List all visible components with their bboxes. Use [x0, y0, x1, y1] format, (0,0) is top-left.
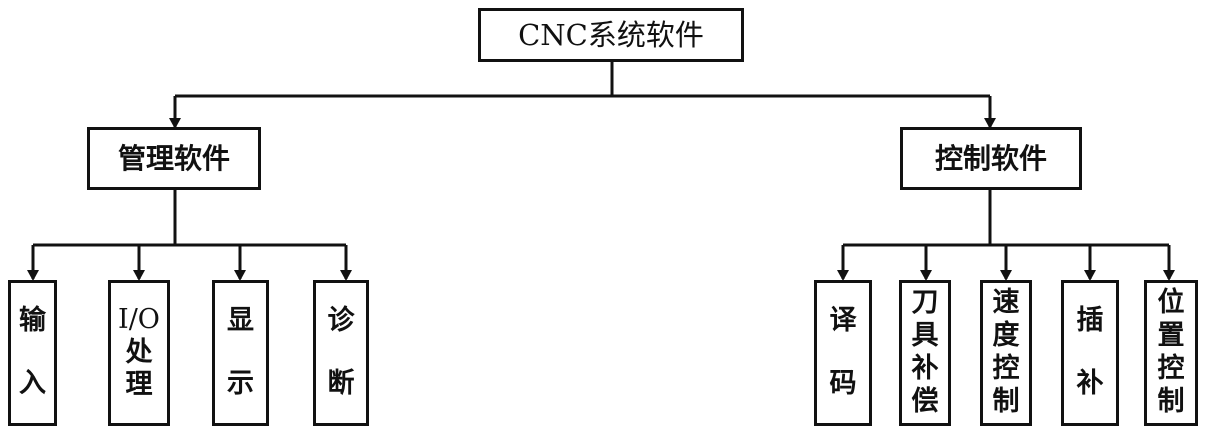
- label-line: 译: [829, 305, 857, 337]
- label-line: 断: [327, 368, 355, 399]
- label-line: 位: [1157, 287, 1185, 319]
- management-node: 管理软件: [87, 127, 261, 190]
- leaf-position-control-label: 位置控制: [1158, 287, 1185, 419]
- label-line: I/O: [118, 303, 160, 335]
- arrow-control: [984, 118, 996, 129]
- arrow-io: [133, 270, 145, 281]
- leaf-interpolation-label: 插补: [1077, 305, 1104, 401]
- leaf-input: 输入: [8, 280, 57, 426]
- leaf-display: 显示: [212, 280, 269, 426]
- label-line: 制: [992, 385, 1020, 417]
- arrow-interpolation: [1084, 270, 1096, 281]
- label-line: 控: [1157, 353, 1185, 384]
- leaf-tool-comp-label: 刀具补偿: [912, 287, 939, 419]
- root-label: CNC系统软件: [518, 17, 704, 52]
- arrow-position-control: [1163, 270, 1175, 281]
- arrow-input: [27, 270, 39, 281]
- arrow-decode: [837, 270, 849, 281]
- leaf-speed-control: 速度控制: [980, 280, 1032, 426]
- label-line: 诊: [327, 305, 355, 337]
- leaf-diagnosis: 诊断: [313, 280, 369, 426]
- arrow-speed-control: [1000, 270, 1012, 281]
- label-line: 显: [227, 305, 254, 337]
- label-line: 制: [1157, 385, 1185, 417]
- label-line: 理: [125, 369, 153, 401]
- leaf-tool-comp: 刀具补偿: [899, 280, 951, 426]
- label-line: 插: [1076, 305, 1104, 337]
- arrow-display: [234, 270, 246, 281]
- label-line: 偿: [911, 385, 939, 417]
- label-line: 补: [1076, 368, 1104, 399]
- arrow-tool-comp: [920, 270, 932, 281]
- leaf-interpolation: 插补: [1061, 280, 1119, 426]
- label-line: 入: [19, 368, 46, 399]
- control-label: 控制软件: [934, 141, 1047, 175]
- management-label: 管理软件: [117, 141, 230, 175]
- label-line: 具: [911, 320, 939, 352]
- label-line: 码: [829, 368, 857, 399]
- label-line: 速: [992, 287, 1020, 319]
- label-line: 置: [1157, 320, 1185, 352]
- label-line: 度: [992, 320, 1020, 352]
- leaf-decode-label: 译码: [830, 305, 857, 401]
- leaf-diagnosis-label: 诊断: [328, 305, 355, 401]
- root-node: CNC系统软件: [478, 8, 744, 62]
- control-node: 控制软件: [900, 127, 1082, 190]
- label-line: 补: [911, 353, 939, 384]
- label-line: 处: [125, 336, 153, 368]
- leaf-display-label: 显示: [227, 305, 254, 401]
- arrow-management: [169, 118, 181, 129]
- label-line: 输: [19, 305, 46, 337]
- leaf-input-label: 输入: [19, 305, 46, 401]
- leaf-position-control: 位置控制: [1144, 280, 1198, 426]
- leaf-speed-control-label: 速度控制: [993, 287, 1020, 419]
- leaf-decode: 译码: [814, 280, 872, 426]
- arrow-diagnosis: [340, 270, 352, 281]
- label-line: 控: [992, 353, 1020, 384]
- label-line: 刀: [911, 287, 939, 319]
- label-line: 示: [227, 368, 254, 399]
